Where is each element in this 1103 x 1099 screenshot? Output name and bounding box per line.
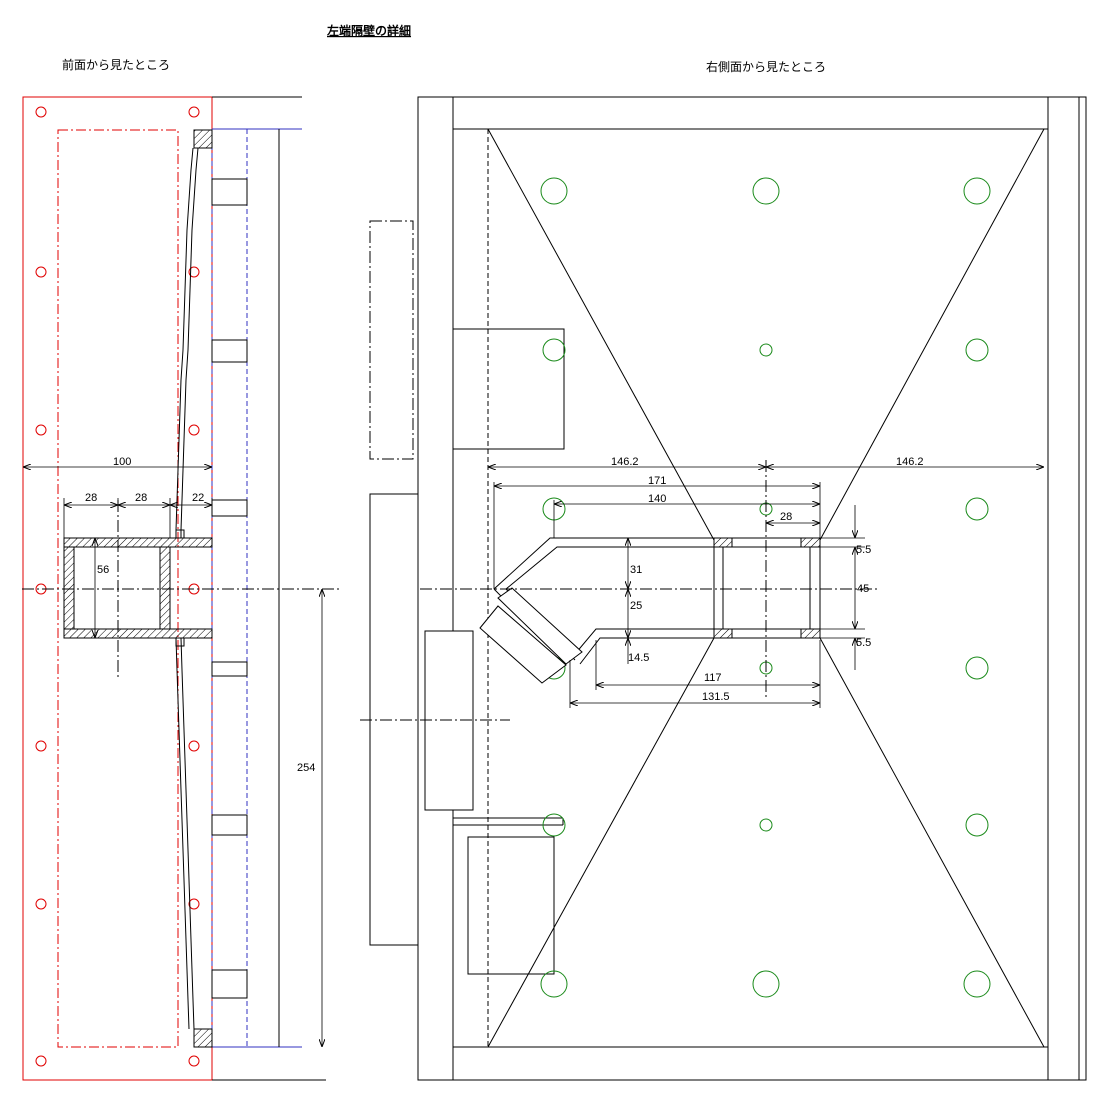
dim-28-a: 28	[85, 492, 97, 504]
dim-140: 140	[648, 493, 666, 505]
screw-hole	[188, 1055, 200, 1067]
front-view: 100 28 28 22 56 254	[22, 96, 340, 1081]
side-box-lower	[467, 836, 555, 975]
dim-5-5-bottom: 5.5	[856, 637, 871, 649]
hole	[759, 343, 773, 357]
hole	[965, 338, 989, 362]
hole	[963, 177, 991, 205]
dim-131-5: 131.5	[702, 691, 730, 703]
screw-hole	[35, 1055, 47, 1067]
screw-hole	[188, 266, 200, 278]
screw-hole	[35, 898, 47, 910]
hole	[752, 970, 780, 998]
dim-5-5-top: 5.5	[856, 544, 871, 556]
dim-146-2-left: 146.2	[611, 456, 639, 468]
hole	[965, 813, 989, 837]
dim-28-side: 28	[780, 511, 792, 523]
hole	[540, 970, 568, 998]
screw-hole	[35, 266, 47, 278]
hole	[542, 338, 566, 362]
hole	[965, 497, 989, 521]
hole	[542, 813, 566, 837]
screw-hole	[188, 106, 200, 118]
duct-section	[63, 529, 213, 647]
screw-hole	[35, 106, 47, 118]
dim-56: 56	[97, 564, 109, 576]
front-view-label: 前面から見たところ	[62, 57, 170, 72]
dim-100: 100	[113, 456, 131, 468]
baffle-section	[175, 147, 194, 538]
hole	[965, 656, 989, 680]
hole	[752, 177, 780, 205]
hatched-block-bottom	[193, 1028, 213, 1048]
hole	[963, 970, 991, 998]
front-screw-holes	[35, 106, 200, 1067]
side-box-upper	[452, 328, 565, 450]
screw-hole	[35, 424, 47, 436]
screw-hole	[188, 424, 200, 436]
drawing-title: 左端隔壁の詳細	[326, 23, 411, 38]
dim-31: 31	[630, 564, 642, 576]
dim-14-5: 14.5	[628, 652, 649, 664]
duct-assembly	[479, 537, 821, 684]
dashdot-box	[369, 220, 414, 460]
hole	[540, 177, 568, 205]
dim-28-b: 28	[135, 492, 147, 504]
screw-hole	[35, 740, 47, 752]
hole	[759, 818, 773, 832]
dim-22: 22	[192, 492, 204, 504]
dim-25: 25	[630, 600, 642, 612]
dim-171: 171	[648, 475, 666, 487]
dim-45: 45	[857, 583, 869, 595]
screw-hole	[188, 740, 200, 752]
right-view: 146.2 146.2 171 140 28 5.5 45 5.5 31 25 …	[360, 96, 1087, 1081]
dim-254: 254	[297, 762, 315, 774]
dim-146-2-right: 146.2	[896, 456, 924, 468]
screw-hole	[188, 898, 200, 910]
right-view-label: 右側面から見たところ	[706, 59, 826, 74]
hatched-block-top	[193, 129, 213, 149]
front-brackets	[211, 178, 248, 999]
dim-117: 117	[704, 672, 722, 684]
